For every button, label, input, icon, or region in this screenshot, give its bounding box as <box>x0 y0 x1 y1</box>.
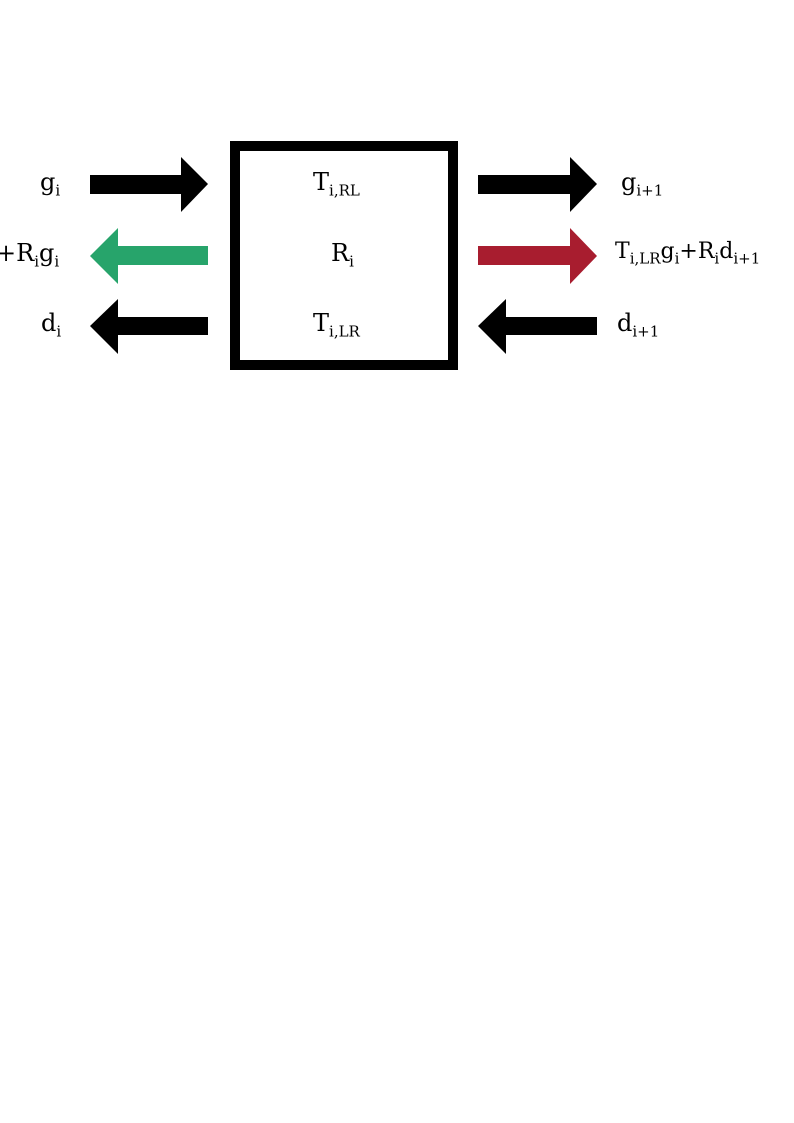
arrow-left-bottom <box>90 299 208 354</box>
left-middle-label: +Rigi <box>0 239 60 271</box>
arrow-left-middle-green <box>90 228 208 284</box>
arrow-right-middle-red <box>478 228 597 284</box>
arrow-left-top <box>90 157 208 212</box>
right-bottom-label: di+1 <box>617 309 660 341</box>
arrow-right-top <box>478 157 597 212</box>
box-middle-label: Ri <box>331 239 354 271</box>
left-bottom-label: di <box>41 309 62 341</box>
arrow-right-bottom <box>478 299 597 354</box>
left-top-label: gi <box>40 168 61 200</box>
right-middle-label: Ti,LRgi+Ridi+1 <box>615 239 761 268</box>
right-top-label: gi+1 <box>621 168 664 200</box>
box-top-label: Ti,RL <box>313 168 360 200</box>
box-bottom-label: Ti,LR <box>313 309 360 341</box>
block-box <box>230 141 458 370</box>
